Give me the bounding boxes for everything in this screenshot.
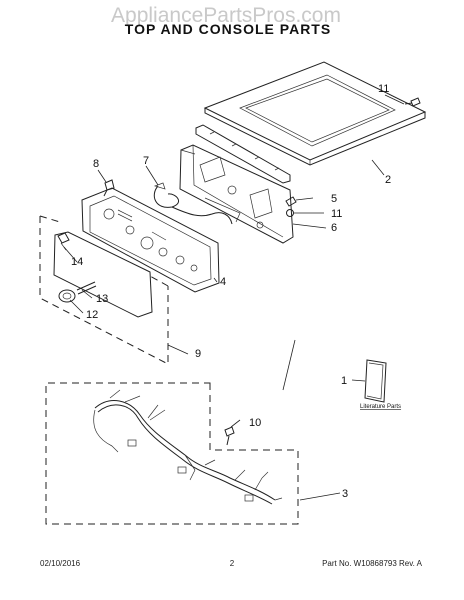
harness-group [45,382,299,525]
literature-label: Literature Parts [360,404,401,410]
shaft-13 [76,281,97,295]
callout-4: 4 [220,276,226,288]
callout-7: 7 [143,155,149,167]
screw-5 [285,196,297,207]
screw-top [404,97,421,107]
callout-1: 1 [341,375,347,387]
leader-lines [63,94,405,501]
watermark: AppliancePartsPros.com [111,4,341,27]
ground-screw-10 [224,426,235,446]
callout-13: 13 [96,293,108,305]
console-harness [153,182,233,225]
user-interface-group [39,215,169,365]
callout-6: 6 [331,222,337,234]
callout-8: 8 [93,158,99,170]
hinge-strip [195,124,291,184]
literature-booklet [364,359,387,403]
console-panel [81,187,220,293]
callout-10: 10 [249,417,261,429]
footer-date: 02/10/2016 [40,559,81,568]
footer-page: 2 [230,559,235,568]
callout-11-bracket: 11 [331,208,342,220]
knob-12 [58,289,76,303]
callout-12: 12 [86,309,98,321]
callout-14: 14 [71,256,83,268]
top-lid [203,61,427,166]
footer-part-number: Part No. W10868793 Rev. A [322,559,423,568]
callout-5: 5 [331,193,337,205]
callout-3: 3 [342,488,348,500]
callout-11-top: 11 [378,83,389,95]
clip-11 [286,209,294,217]
callout-2: 2 [385,174,391,186]
main-harness [93,389,283,505]
callout-9: 9 [195,348,201,360]
screw-8 [103,179,115,197]
callout-numbers: 1 2 3 4 5 6 7 8 9 10 11 11 12 13 14 [71,83,391,500]
console-bracket [179,144,294,244]
page-title: TOP AND CONSOLE PARTS [125,21,331,37]
knob-14 [57,232,70,251]
